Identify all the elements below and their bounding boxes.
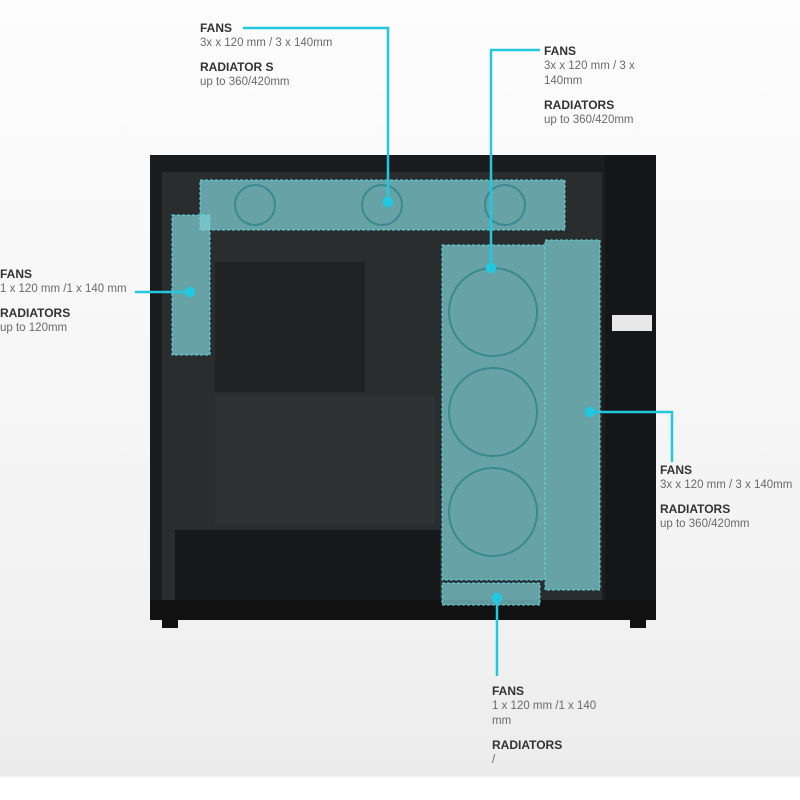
radiator-value: up to 120mm	[0, 322, 68, 334]
radiator-heading: RADIATORS	[544, 98, 615, 112]
radiator-heading: RADIATORS	[492, 738, 563, 752]
front-inner-fans	[441, 244, 546, 581]
fans-heading: FANS	[0, 267, 33, 281]
radiator-value: up to 360/420mm	[200, 76, 290, 88]
callout-bottom: FANS 1 x 120 mm /1 x 140 mm RADIATORS /	[492, 684, 604, 768]
fans-heading: FANS	[544, 44, 577, 58]
fans-heading: FANS	[200, 21, 233, 35]
fans-value: 3x x 120 mm / 3 x 140mm	[200, 37, 333, 49]
callout-rear: FANS 1 x 120 mm /1 x 140 mm RADIATORS up…	[0, 267, 127, 336]
fan-zones	[171, 179, 601, 606]
rear-fan	[171, 214, 211, 356]
radiator-value: /	[492, 754, 496, 766]
fans-value: 1 x 120 mm /1 x 140 mm	[0, 283, 127, 295]
radiator-heading: RADIATORS	[660, 502, 731, 516]
callout-side: FANS 3x x 120 mm / 3 x 140mm RADIATORS u…	[660, 463, 792, 532]
radiator-heading: RADIATOR S	[200, 60, 274, 74]
callout-top: FANS 3x x 120 mm / 3 x 140mm RADIATOR S …	[200, 21, 332, 90]
bottom-fan	[441, 582, 541, 606]
callout-lines	[135, 26, 674, 676]
radiator-value: up to 360/420mm	[660, 518, 750, 530]
fans-heading: FANS	[492, 684, 525, 698]
top-fans	[199, 179, 566, 231]
callout-front-inner: FANS 3x x 120 mm / 3 x 140mm RADIATORS u…	[544, 44, 639, 128]
fans-value: 3x x 120 mm / 3 x 140mm	[660, 479, 793, 491]
radiator-value: up to 360/420mm	[544, 114, 634, 126]
fans-heading: FANS	[660, 463, 693, 477]
radiator-heading: RADIATORS	[0, 306, 71, 320]
fans-value: 3x x 120 mm / 3 x 140mm	[544, 60, 635, 87]
fans-value: 1 x 120 mm /1 x 140 mm	[492, 700, 597, 727]
